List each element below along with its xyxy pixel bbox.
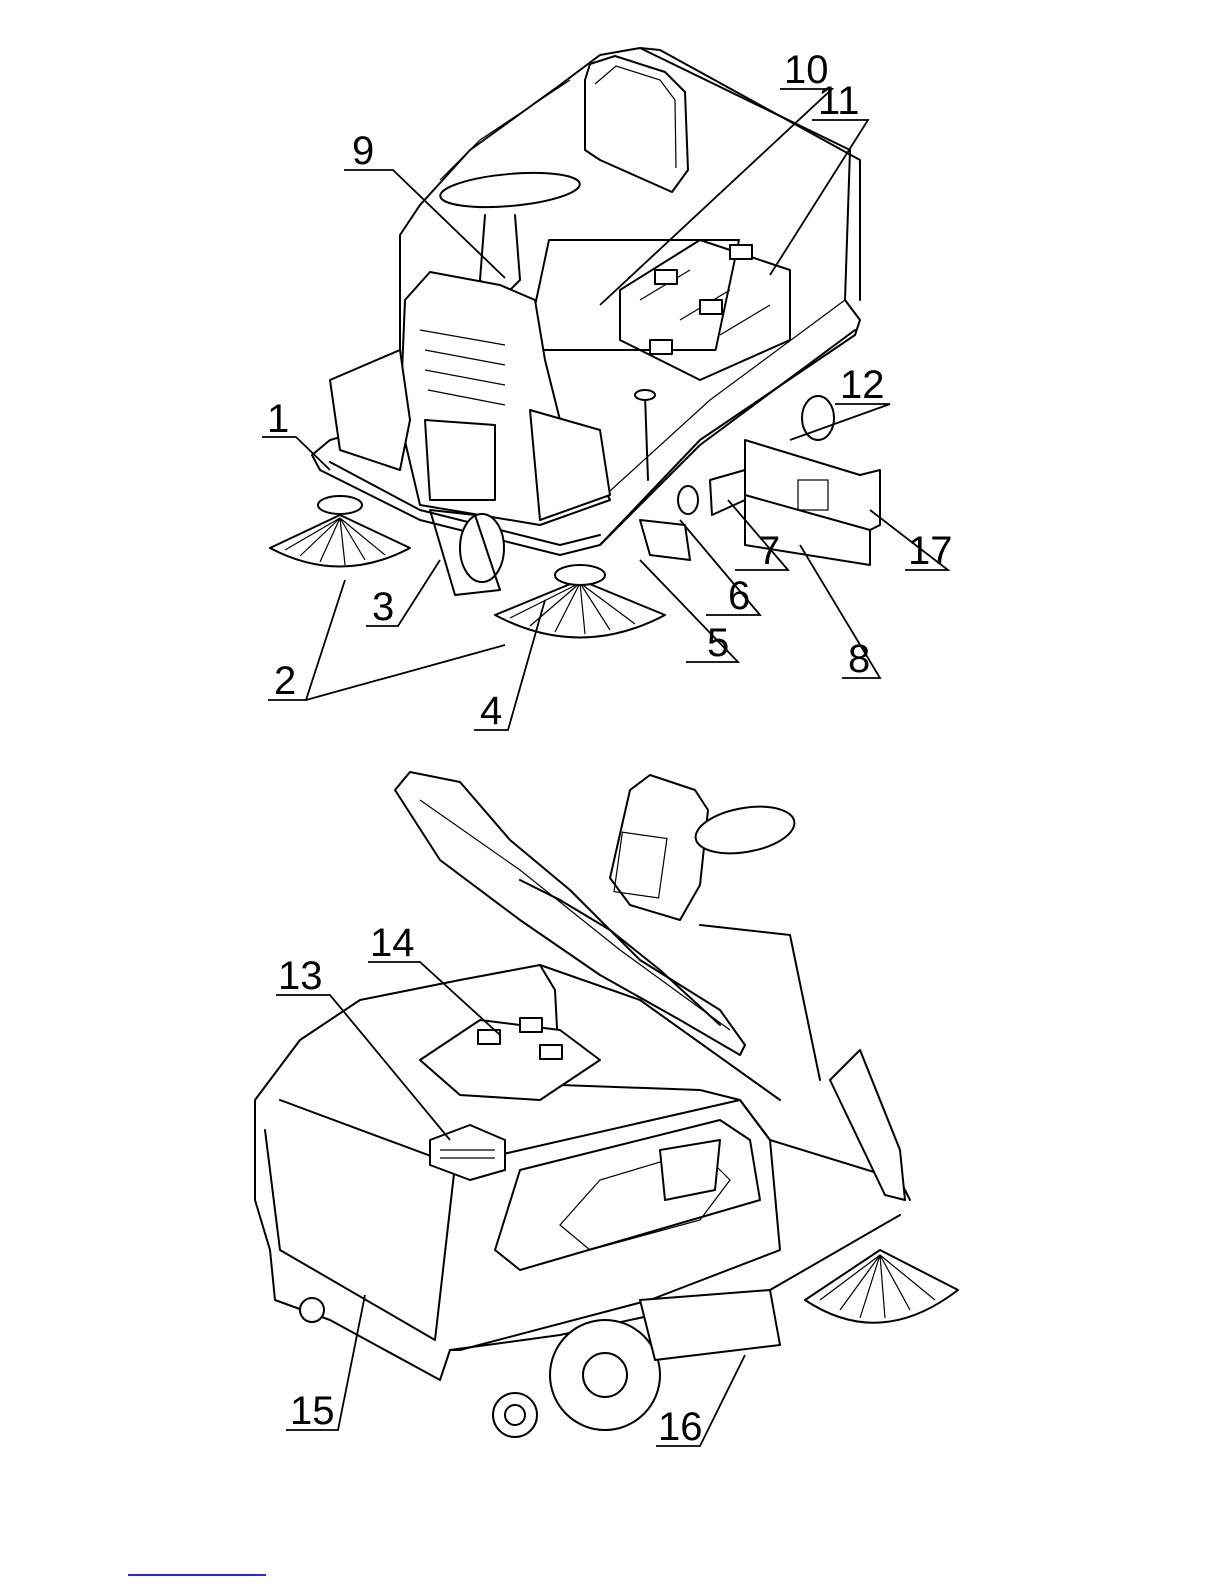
sweeper-front-view: 1 2 3 4 5 6 7 8 9 10 11 12 17 — [262, 48, 953, 733]
callout-5: 5 — [707, 621, 729, 665]
side-brush-rear — [805, 1250, 958, 1323]
callout-9: 9 — [352, 129, 374, 173]
page-link-underline[interactable] — [128, 1574, 266, 1576]
rear-wheels — [300, 1298, 660, 1437]
sweeper-rear-view: 13 14 15 16 — [255, 772, 958, 1449]
seat-rear — [610, 775, 798, 920]
callout-4: 4 — [480, 689, 502, 733]
side-brush-left — [270, 496, 410, 567]
dust-box — [640, 1290, 780, 1360]
side-brush-right — [495, 565, 665, 638]
callout-16: 16 — [658, 1405, 703, 1449]
callout-15: 15 — [290, 1389, 335, 1433]
callout-13: 13 — [278, 954, 323, 998]
callout-12: 12 — [840, 363, 885, 407]
front-wheel — [430, 510, 504, 595]
callout-17: 17 — [908, 529, 953, 573]
seat — [585, 56, 688, 192]
lever-and-pedal — [635, 390, 745, 560]
callout-14: 14 — [370, 921, 415, 965]
callout-2: 2 — [274, 659, 296, 703]
batteries-rear — [420, 1018, 600, 1180]
callout-7: 7 — [758, 529, 780, 573]
battery-compartment — [526, 240, 790, 380]
rear-body — [255, 965, 910, 1380]
callout-3: 3 — [372, 585, 394, 629]
callout-1: 1 — [267, 397, 289, 441]
callout-8: 8 — [848, 637, 870, 681]
callout-11: 11 — [818, 79, 860, 123]
callout-6: 6 — [728, 574, 750, 618]
